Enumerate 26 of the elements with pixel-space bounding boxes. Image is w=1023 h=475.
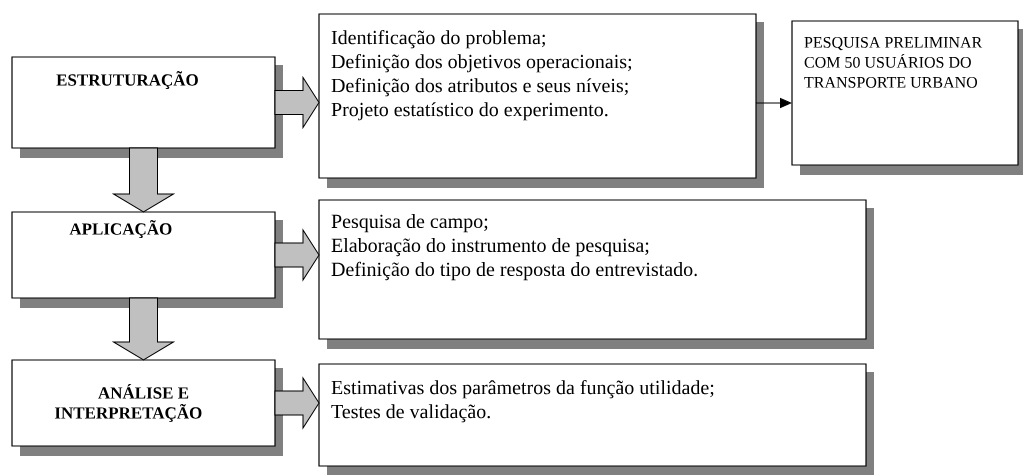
list-item: Elaboração do instrumento de pesquisa; [331, 238, 649, 257]
list-item: Testes de validação. [331, 404, 490, 423]
list-item: Definição do tipo de resposta do entrevistado. [331, 261, 697, 281]
block-arrow [274, 77, 320, 128]
list-item: Estimativas dos parâmetros da função utilidade; [331, 380, 714, 399]
list-item: Projeto estatístico do experimento. [331, 102, 608, 121]
note-text: PESQUISA PRELIMINAR COM 50 USUÁRIOS DO TRANSPORTE URBANO [804, 37, 983, 88]
list-item: Identificação do problema; [331, 30, 545, 49]
stage-title: APLICAÇÃO [69, 220, 172, 239]
block-arrow [274, 377, 320, 429]
list-item: Pesquisa de campo; [331, 214, 488, 233]
stage-title: ESTRUTURAÇÃO [56, 71, 198, 90]
stage-box [11, 359, 283, 456]
list-item: Definição dos objetivos operacionais; [331, 54, 632, 73]
stage-title: ANÁLISE E INTERPRETAÇÃO [54, 383, 202, 423]
list-item: Definição dos atributos e seus níveis; [331, 78, 628, 97]
block-arrow [113, 297, 174, 361]
activity-box [318, 199, 874, 349]
arrow [755, 98, 792, 108]
note-box [791, 20, 1023, 175]
stage-box [11, 56, 283, 158]
activity-box [318, 363, 874, 475]
activity-box [318, 13, 764, 188]
stage-box [11, 211, 283, 308]
block-arrow [113, 147, 174, 213]
block-arrow [274, 229, 320, 281]
